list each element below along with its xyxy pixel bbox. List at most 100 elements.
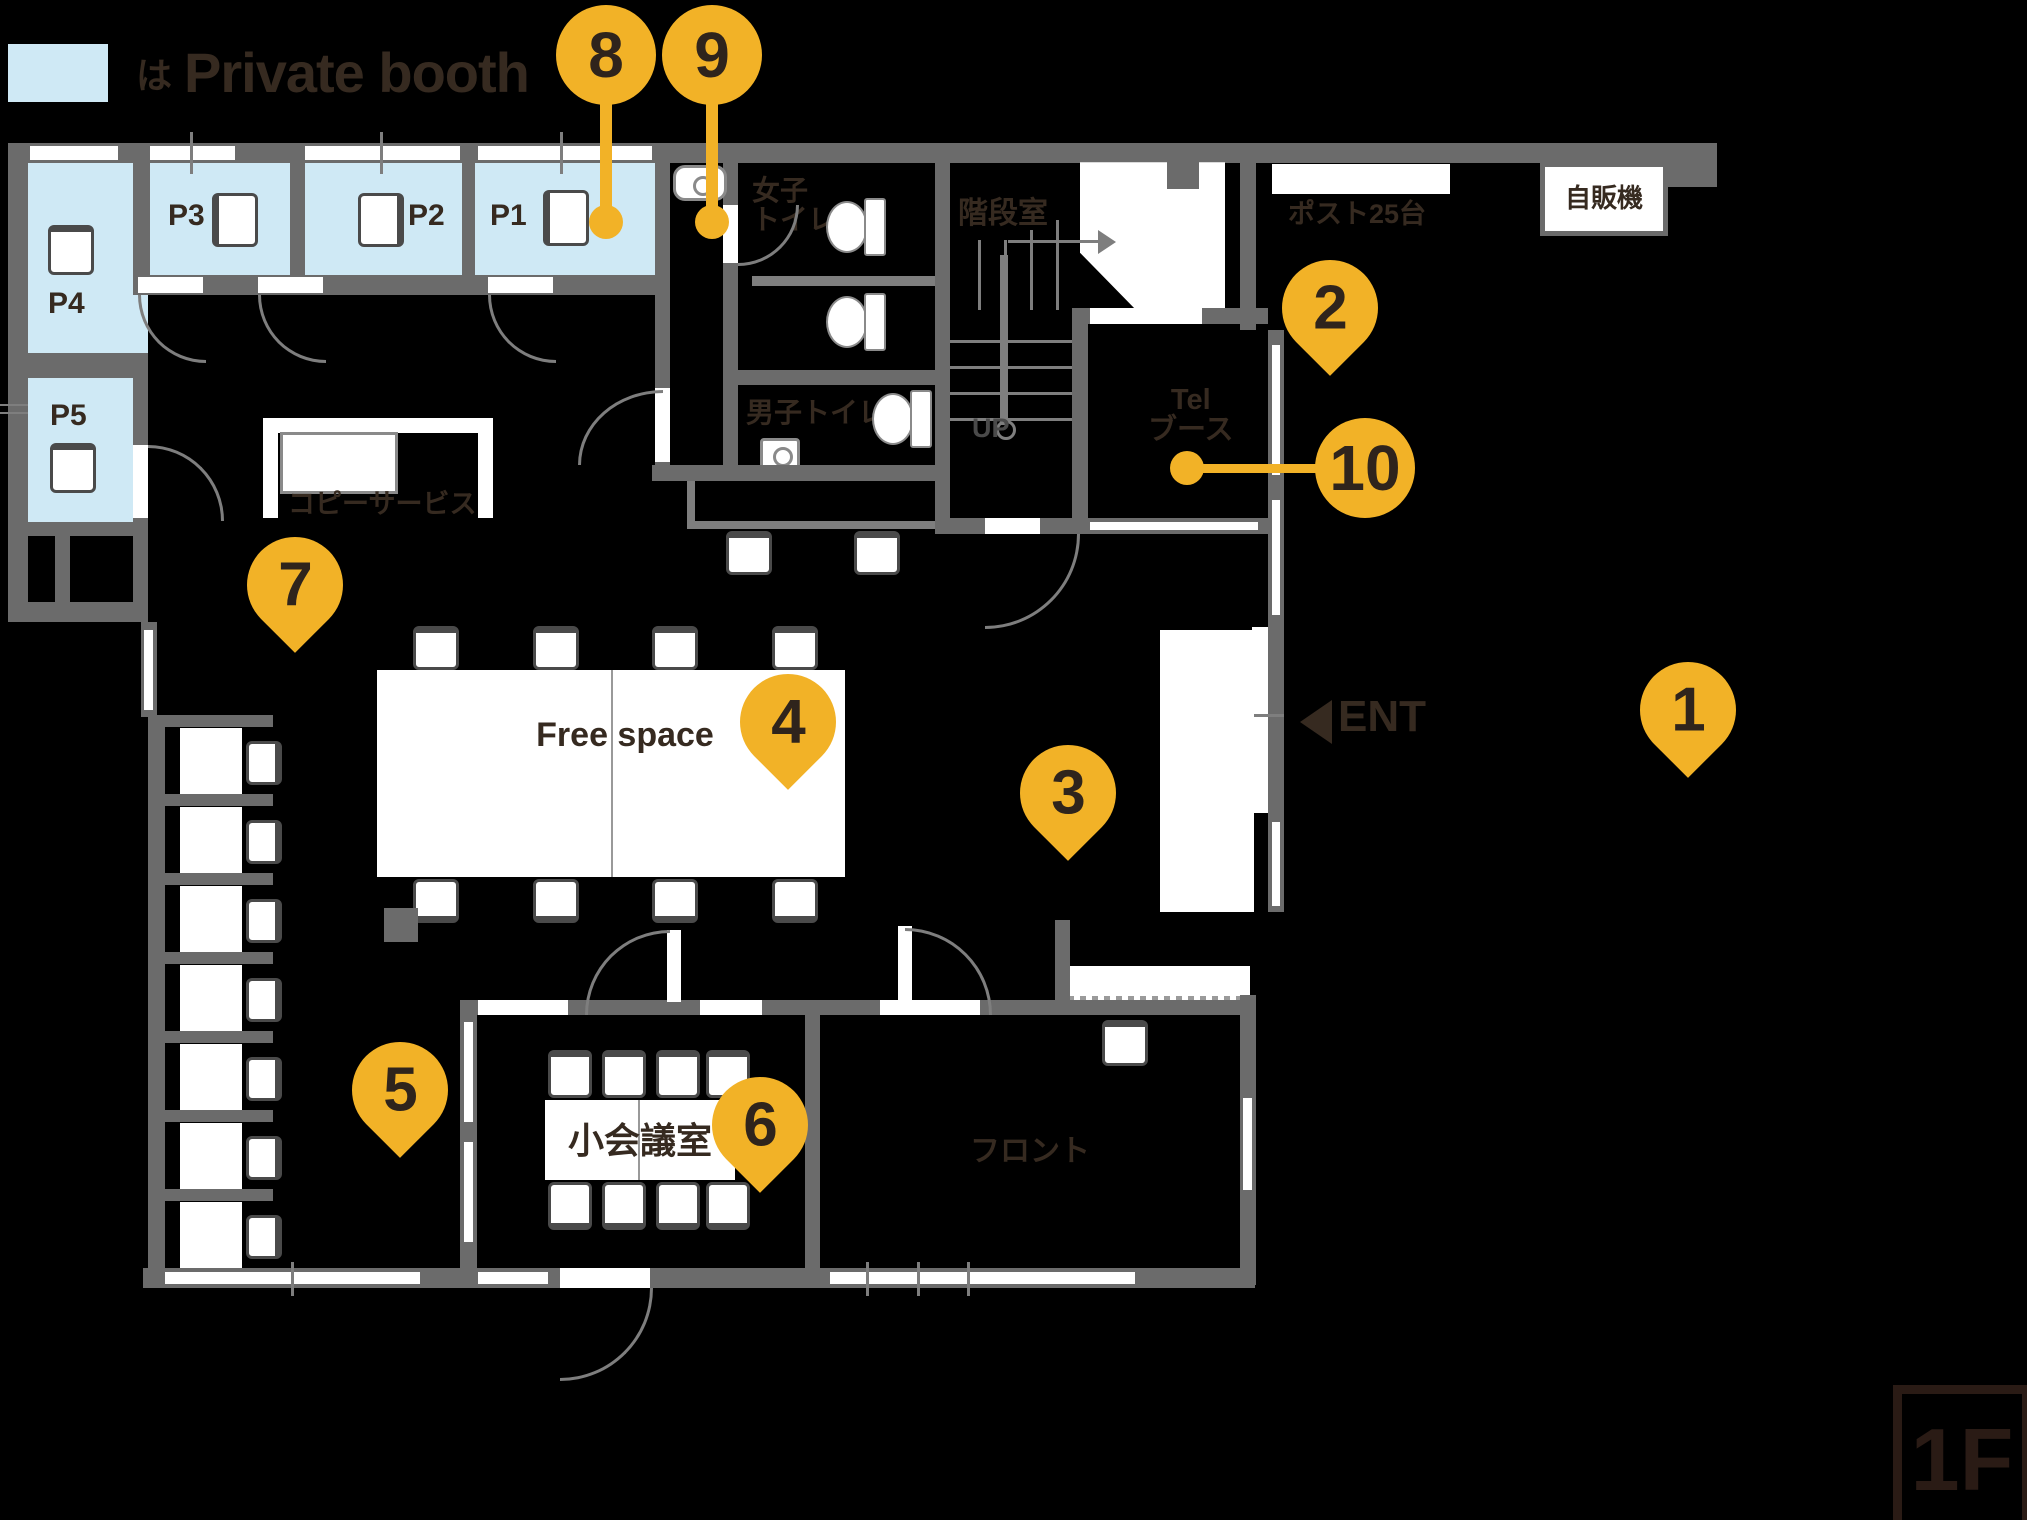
- door-leaf: [133, 445, 148, 518]
- stair-arrow-head: [1098, 230, 1116, 254]
- stair-tread: [950, 392, 1085, 395]
- stair-rail: [1000, 255, 1008, 425]
- toilet: [872, 390, 932, 448]
- desk: [180, 886, 242, 952]
- door-gap: [478, 1000, 568, 1015]
- wall-top-right-block: [1667, 143, 1717, 187]
- marker-5-number: 5: [382, 1055, 418, 1125]
- desk-divider: [148, 794, 273, 806]
- marker-10-number: 10: [1329, 432, 1401, 504]
- chair: [602, 1182, 646, 1230]
- marker-7: 7: [227, 517, 363, 653]
- stair-newel: [996, 420, 1016, 440]
- wall-p5-bottom: [28, 522, 148, 536]
- legend: は Private booth: [8, 40, 530, 105]
- window-tick: [291, 1262, 294, 1296]
- copy-counter: [263, 418, 278, 518]
- chair: [854, 531, 900, 575]
- marker-9-tail: [706, 95, 718, 213]
- marker-1-number: 1: [1670, 675, 1706, 745]
- door-gap: [560, 1268, 650, 1288]
- wall: [133, 163, 150, 295]
- reception-counter: [1068, 966, 1250, 996]
- chair: [772, 626, 818, 670]
- marker-1: 1: [1620, 642, 1756, 778]
- up-label: UP: [972, 413, 1010, 443]
- chair: [246, 741, 282, 785]
- door-gap: [985, 518, 1040, 534]
- wall-glass-inset: [1090, 522, 1258, 530]
- door-gap: [138, 277, 203, 293]
- desk-divider: [148, 715, 273, 727]
- toilet: [826, 198, 886, 256]
- desk: [180, 1044, 242, 1110]
- door-gap: [488, 277, 553, 293]
- window-glass: [1272, 345, 1280, 475]
- tel-booth-label: Tel ブース: [1148, 385, 1234, 446]
- stairwell-label: 階段室: [958, 197, 1048, 230]
- wall-niche-bottom: [8, 602, 148, 622]
- copy-counter: [478, 418, 493, 518]
- sink: [673, 165, 727, 201]
- desk: [180, 1202, 242, 1268]
- meeting-table: [545, 1100, 735, 1180]
- wall-tick: [0, 412, 36, 414]
- marker-8-dot: [589, 205, 623, 239]
- wall-mens-bottom: [652, 465, 950, 481]
- chair: [533, 626, 579, 670]
- window-tick: [866, 1262, 869, 1296]
- door-gap: [1090, 308, 1202, 324]
- window-glass: [830, 1272, 1135, 1284]
- marker-4-number: 4: [770, 687, 806, 757]
- legend-label: Private booth: [184, 41, 530, 104]
- table-divider: [611, 670, 613, 877]
- marker-9: 9: [662, 5, 762, 105]
- chair: [548, 1050, 592, 1098]
- wall-stair-notch: [1167, 143, 1199, 189]
- chair: [656, 1182, 700, 1230]
- mens-toilet-label: 男子トイレ: [746, 397, 887, 428]
- door-arc: [905, 928, 992, 1015]
- desk-divider: [148, 1189, 273, 1201]
- window-glass: [144, 630, 153, 710]
- wall-alcove: [687, 521, 943, 529]
- door-tick: [190, 132, 193, 174]
- stair-tread: [1056, 220, 1059, 310]
- vending-machine-label: 自販機: [1564, 183, 1643, 214]
- chair: [358, 193, 404, 247]
- door-arc: [258, 295, 326, 363]
- chair: [246, 1215, 282, 1259]
- sink: [760, 438, 800, 470]
- desk-divider: [148, 873, 273, 885]
- copy-service-label: コピーサービス: [288, 489, 477, 519]
- chair: [772, 879, 818, 923]
- marker-10-leader: [1187, 464, 1327, 473]
- wall-niche-divider: [55, 536, 70, 602]
- chair: [533, 879, 579, 923]
- window-glass: [1243, 1098, 1252, 1190]
- marker-5: 5: [332, 1022, 468, 1158]
- reception-counter-edge: [1068, 996, 1250, 1003]
- tel-line2: ブース: [1148, 414, 1234, 447]
- wall-alcove: [687, 481, 695, 529]
- marker-2-number: 2: [1312, 273, 1348, 343]
- chair: [246, 820, 282, 864]
- stair-tread: [978, 240, 981, 310]
- window-glass: [464, 1142, 473, 1242]
- window-tick: [967, 1262, 970, 1296]
- marker-3: 3: [1000, 725, 1136, 861]
- marker-7-number: 7: [277, 550, 313, 620]
- legend-prefix: は: [136, 54, 173, 96]
- wall-tel-left: [1072, 308, 1088, 534]
- wall-left: [8, 143, 28, 622]
- marker-10-dot: [1170, 451, 1204, 485]
- entrance-label: ENT: [1338, 692, 1426, 741]
- door-gap: [700, 1000, 762, 1015]
- door-arc: [738, 205, 799, 266]
- marker-10: 10: [1315, 418, 1415, 518]
- door-arc: [148, 445, 224, 521]
- marker-9-number: 9: [694, 19, 730, 91]
- vending-machine: 自販機: [1540, 162, 1668, 236]
- booth-p3-label: P3: [168, 199, 205, 232]
